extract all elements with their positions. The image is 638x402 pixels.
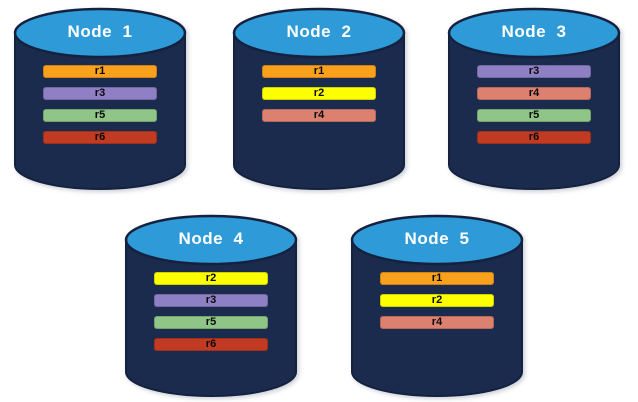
replica-bar-r2: r2 [154, 272, 268, 285]
database-node: Node 5 r1 r2 r4 [349, 213, 525, 399]
replica-list: r3 r4 r5 r6 [446, 65, 622, 144]
database-node: Node 1 r1 r3 r5 r6 [12, 6, 188, 192]
replica-list: r2 r3 r5 r6 [123, 272, 299, 351]
replica-bar-r6: r6 [154, 338, 268, 351]
replica-bar-r6: r6 [477, 131, 591, 144]
replica-bar-r3: r3 [477, 65, 591, 78]
replica-bar-r5: r5 [154, 316, 268, 329]
database-node: Node 2 r1 r2 r4 [231, 6, 407, 192]
replica-bar-r3: r3 [154, 294, 268, 307]
replica-bar-r1: r1 [43, 65, 157, 78]
node-title: Node 2 [286, 22, 352, 41]
node-title: Node 5 [404, 229, 470, 248]
node-title: Node 3 [501, 22, 567, 41]
replica-bar-r5: r5 [43, 109, 157, 122]
replica-list: r1 r2 r4 [349, 272, 525, 329]
replica-bar-r6: r6 [43, 131, 157, 144]
replica-bar-r3: r3 [43, 87, 157, 100]
replica-list: r1 r3 r5 r6 [12, 65, 188, 144]
database-node: Node 4 r2 r3 r5 r6 [123, 213, 299, 399]
replica-bar-r1: r1 [262, 65, 376, 78]
node-title: Node 4 [178, 229, 244, 248]
replica-bar-r2: r2 [262, 87, 376, 100]
database-node: Node 3 r3 r4 r5 r6 [446, 6, 622, 192]
replica-bar-r1: r1 [380, 272, 494, 285]
node-title: Node 1 [67, 22, 133, 41]
replica-bar-r4: r4 [262, 109, 376, 122]
replica-list: r1 r2 r4 [231, 65, 407, 122]
replica-bar-r5: r5 [477, 109, 591, 122]
replica-bar-r4: r4 [380, 316, 494, 329]
replica-bar-r4: r4 [477, 87, 591, 100]
replica-bar-r2: r2 [380, 294, 494, 307]
